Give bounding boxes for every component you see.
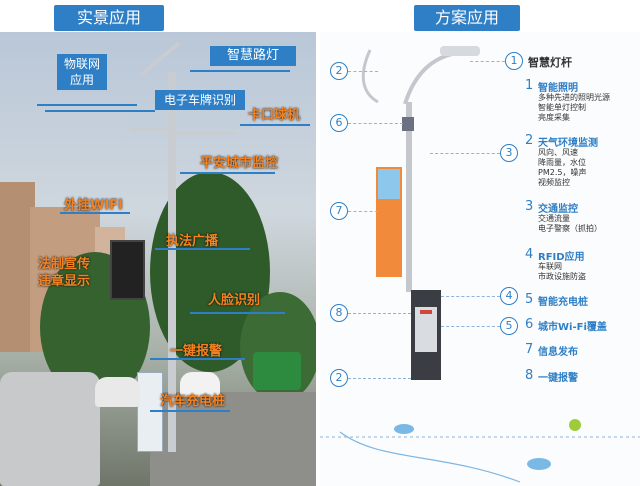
label-checkpoint-dome: 卡口球机 <box>248 108 301 123</box>
connector <box>190 312 285 314</box>
callout-circle: 2 <box>330 369 348 387</box>
label-one-key-alarm: 一键报警 <box>170 344 223 359</box>
connector <box>37 104 137 106</box>
connector <box>180 172 275 174</box>
label-law-broadcast: 执法广播 <box>166 234 219 249</box>
connector <box>150 410 230 412</box>
car <box>180 372 220 397</box>
car <box>0 372 100 486</box>
connector <box>45 110 155 112</box>
label-wifi: 外挂WIFI <box>64 198 123 213</box>
callout-line <box>348 71 378 72</box>
callout-circle: 8 <box>330 304 348 322</box>
title-real-application: 实景应用 <box>54 5 164 31</box>
callout-circle: 5 <box>500 317 518 335</box>
connector <box>60 212 130 214</box>
label-city-monitor: 平安城市监控 <box>200 156 279 171</box>
callout-circle: 6 <box>330 114 348 132</box>
connector <box>240 124 310 126</box>
building <box>0 182 35 352</box>
street-photo: 物联网应用 智慧路灯 电子车牌识别 卡口球机 平安城市监控 外挂WIFI 执法广… <box>0 32 316 486</box>
pole-arm <box>130 127 175 131</box>
title-solution-application: 方案应用 <box>414 5 520 31</box>
solution-diagram: 1 智慧灯杆 2 6 3 7 4 8 5 2 1 智能照明 多种先进的照明光源 … <box>320 32 640 486</box>
callout-line <box>441 296 500 297</box>
connector <box>150 358 245 360</box>
light-pole <box>168 72 176 452</box>
pole-arm <box>176 132 236 135</box>
callout-line <box>348 211 378 212</box>
bus <box>253 352 301 390</box>
label-law-display: 法制宣传 违章显示 <box>38 257 91 289</box>
car <box>95 377 140 407</box>
connector <box>190 70 290 72</box>
pole-illustration <box>320 46 640 483</box>
label-plate-recognition: 电子车牌识别 <box>155 90 245 110</box>
callout-circle: 7 <box>330 202 348 220</box>
diagram-header: 智慧灯杆 <box>528 56 572 69</box>
label-smart-light: 智慧路灯 <box>210 46 296 66</box>
callout-line <box>348 378 411 379</box>
callout-line <box>470 61 505 62</box>
callout-circle: 1 <box>505 52 523 70</box>
led-display-screen <box>110 240 145 300</box>
connector <box>155 248 250 250</box>
road <box>150 392 316 486</box>
callout-line <box>348 313 411 314</box>
callout-line <box>348 123 403 124</box>
label-iot: 物联网应用 <box>57 54 107 90</box>
label-car-charging: 汽车充电桩 <box>160 394 226 409</box>
callout-line <box>430 153 500 154</box>
callout-circle: 2 <box>330 62 348 80</box>
callout-circle: 3 <box>500 144 518 162</box>
callout-line <box>441 326 500 327</box>
callout-circle: 4 <box>500 287 518 305</box>
label-face-recognition: 人脸识别 <box>208 293 261 308</box>
charging-station <box>137 372 163 452</box>
